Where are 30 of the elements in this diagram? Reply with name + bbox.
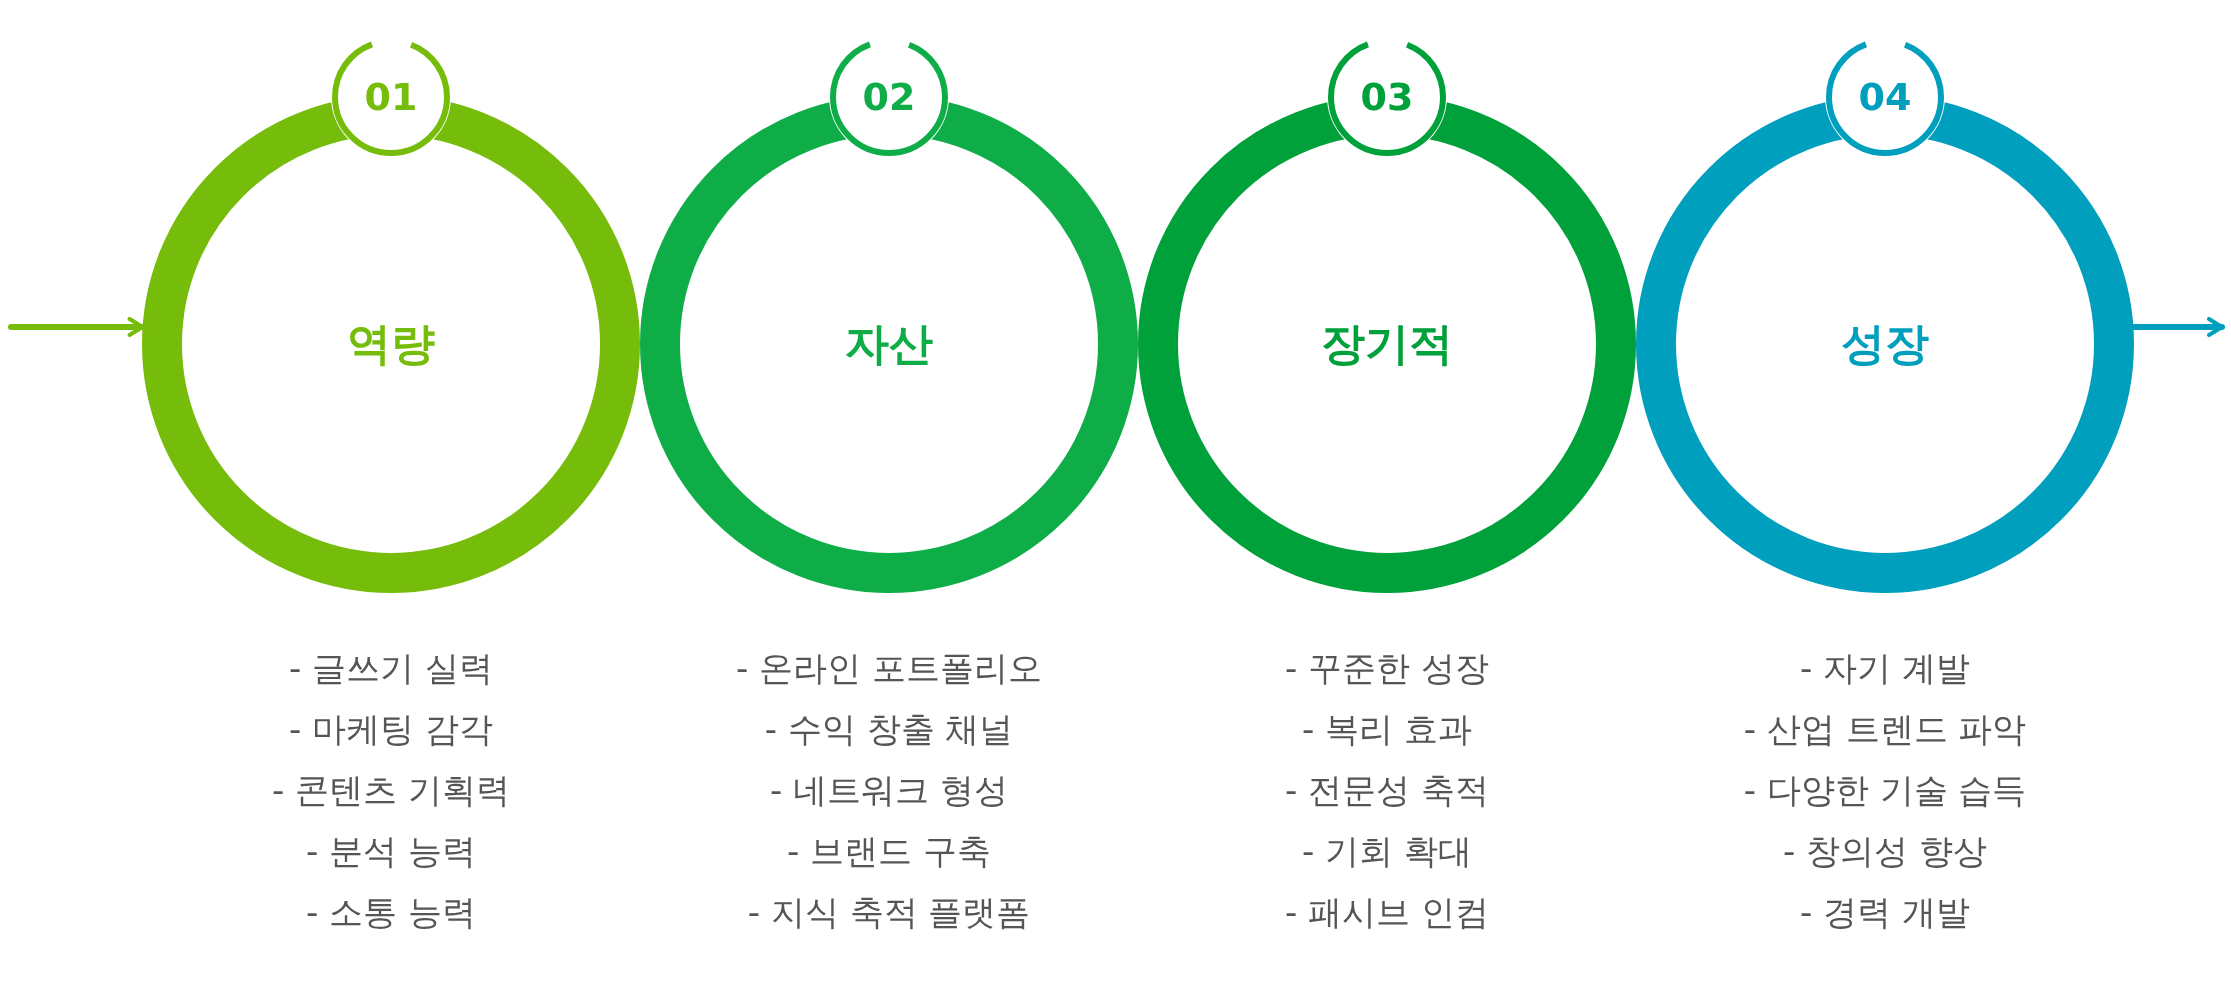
list-item: - 기회 확대 <box>1302 830 1472 873</box>
list-item: - 글쓰기 실력 <box>289 647 493 690</box>
arrow <box>8 317 146 337</box>
step-number: 02 <box>862 73 916 121</box>
arrow <box>2130 317 2225 337</box>
list-item: - 브랜드 구축 <box>787 830 991 873</box>
list-item: - 분석 능력 <box>306 830 476 873</box>
step-number: 01 <box>364 73 418 121</box>
list-item: - 지식 축적 플랫폼 <box>747 891 1031 934</box>
step-title: 자산 <box>845 317 933 371</box>
step-number: 04 <box>1858 73 1912 121</box>
list-item: - 꾸준한 성장 <box>1285 647 1489 690</box>
list-item: - 소통 능력 <box>306 891 476 934</box>
list-item: - 경력 개발 <box>1800 891 1970 934</box>
step-number: 03 <box>1360 73 1414 121</box>
list-item: - 산업 트렌드 파악 <box>1743 708 2027 751</box>
list-item: - 수익 창출 채널 <box>764 708 1014 751</box>
step-title: 성장 <box>1841 317 1929 371</box>
step-title: 역량 <box>347 317 435 371</box>
step-title: 장기적 <box>1321 317 1453 371</box>
list-item: - 복리 효과 <box>1302 708 1472 751</box>
list-item: - 창의성 향상 <box>1783 830 1987 873</box>
list-item: - 온라인 포트폴리오 <box>736 647 1042 690</box>
list-item: - 다양한 기술 습득 <box>1743 769 2027 812</box>
list-item: - 네트워크 형성 <box>770 769 1008 812</box>
list-item: - 전문성 축적 <box>1285 769 1489 812</box>
list-item: - 자기 계발 <box>1800 647 1970 690</box>
list-item: - 콘텐츠 기획력 <box>272 769 510 812</box>
list-item: - 마케팅 감각 <box>289 708 493 751</box>
list-item: - 패시브 인컴 <box>1285 891 1489 934</box>
